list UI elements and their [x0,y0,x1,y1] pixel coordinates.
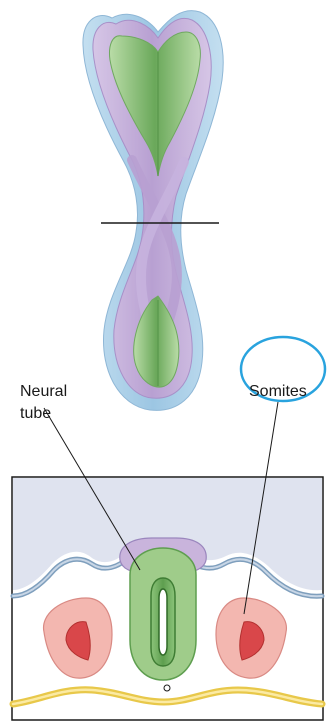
embryo-dorsal-view [83,11,223,411]
neural-tube-label-line2: tube [20,403,90,425]
neural-tube-label: Neural tube [20,381,90,425]
notochord [164,685,170,691]
somites-label: Somites [249,381,307,403]
neural-canal-lumen [159,589,167,655]
neural-tube-label-line1: Neural [20,381,90,403]
cross-section-panel [12,477,323,720]
